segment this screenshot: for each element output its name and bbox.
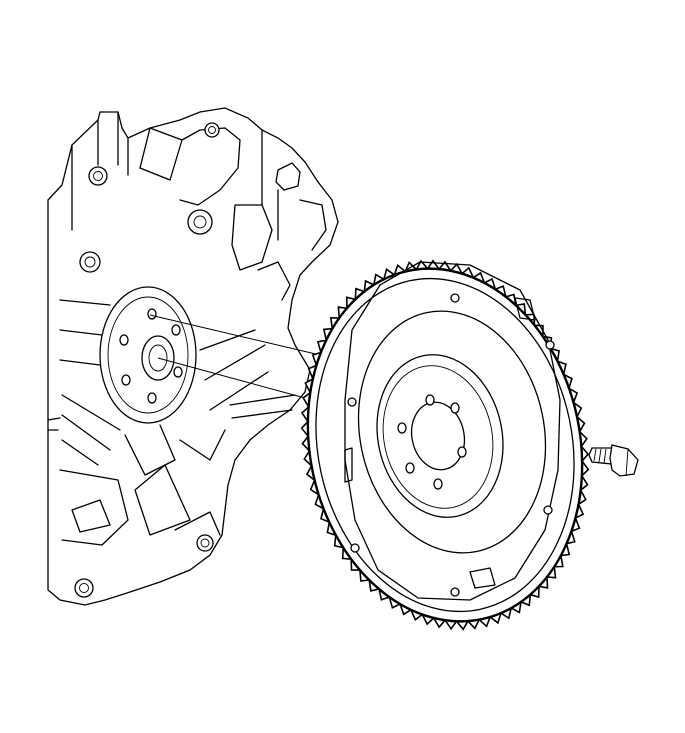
crankshaft-flange — [99, 286, 197, 424]
flywheel-bolt — [588, 444, 639, 477]
flywheel — [300, 259, 590, 631]
